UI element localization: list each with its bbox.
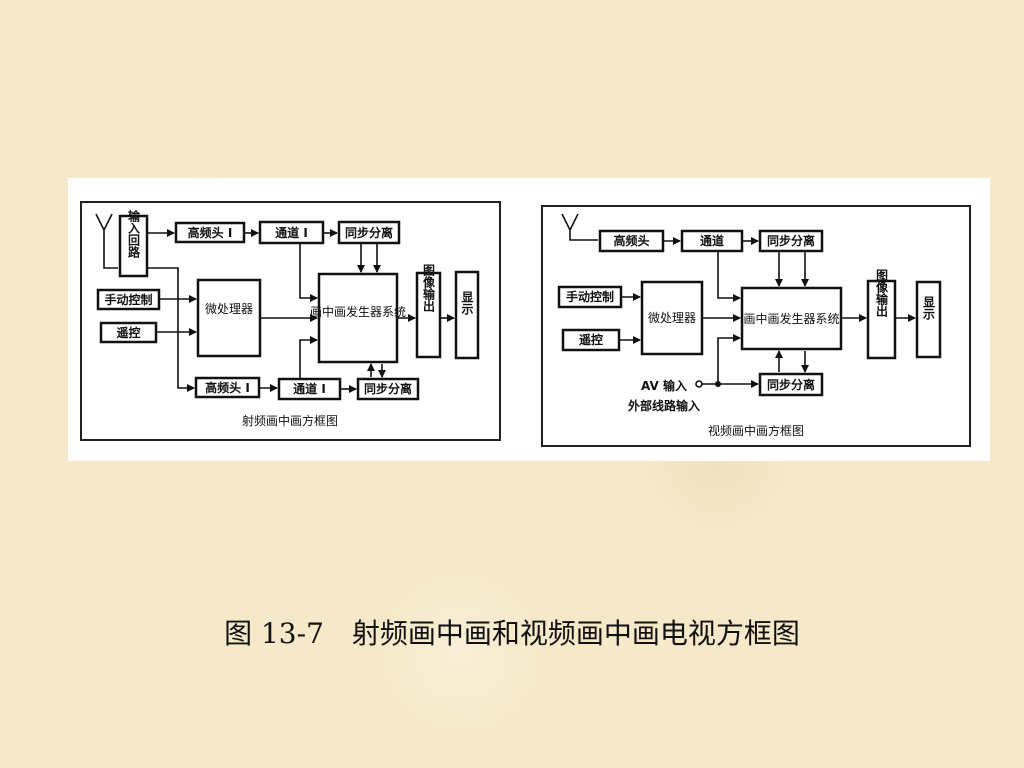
input-circuit-label: 输入回路 bbox=[127, 209, 141, 259]
display-box bbox=[454, 270, 480, 360]
diagram-panel: 输入回路 高频头 I 通道 I 同步分离 手动控制 遥控 微处理器 画中画发生器… bbox=[68, 178, 990, 461]
r-image-output-label: 图像输出 bbox=[875, 269, 889, 318]
antenna-icon-right bbox=[561, 213, 598, 241]
right-diagram-title: 视频画中画方框图 bbox=[708, 423, 804, 438]
r-display-box bbox=[915, 280, 942, 359]
r-display-label: 显示 bbox=[922, 296, 936, 321]
left-connections bbox=[147, 229, 455, 393]
tuner1-label: 高频头 I bbox=[188, 225, 233, 240]
av-input-label: AV 输入 bbox=[641, 378, 687, 393]
r-channel-label: 通道 bbox=[700, 233, 724, 248]
sync-sep2-box bbox=[356, 377, 420, 401]
r-manual-label: 手动控制 bbox=[566, 289, 614, 304]
right-diagram-frame bbox=[541, 205, 971, 447]
diagram-svg: 输入回路 高频头 I 通道 I 同步分离 手动控制 遥控 微处理器 画中画发生器… bbox=[80, 201, 971, 447]
remote-label: 遥控 bbox=[116, 325, 140, 340]
r-pip-generator-label: 画中画发生器系统 bbox=[743, 311, 839, 326]
channel2-label: 通道 I bbox=[293, 381, 326, 396]
r-sync-sep1-box bbox=[758, 229, 824, 253]
manual-control-label: 手动控制 bbox=[104, 292, 152, 307]
external-input-label: 外部线路输入 bbox=[628, 398, 700, 413]
left-diagram-frame bbox=[80, 201, 501, 441]
figure-caption: 图 13-7 射频画中画和视频画中画电视方框图 bbox=[224, 617, 800, 650]
display-label: 显示 bbox=[460, 291, 474, 316]
tuner2-label: 高频头 I bbox=[205, 380, 250, 395]
mcu-label: 微处理器 bbox=[205, 302, 253, 316]
r-image-output-box bbox=[866, 279, 897, 360]
sync-sep1-box bbox=[337, 220, 401, 245]
pip-generator-label: 画中画发生器系统 bbox=[310, 304, 406, 319]
pip-generator-box bbox=[317, 272, 399, 364]
input-circuit-box bbox=[118, 214, 149, 278]
mcu-box bbox=[196, 278, 262, 358]
image-output-box bbox=[415, 271, 442, 359]
channel1-label: 通道 I bbox=[275, 225, 308, 240]
sync-sep2-label: 同步分离 bbox=[364, 381, 412, 396]
right-connections bbox=[619, 237, 916, 388]
r-sync-sep2-box bbox=[758, 372, 824, 397]
r-mcu-label: 微处理器 bbox=[648, 311, 696, 325]
r-mcu-box bbox=[640, 280, 704, 356]
sync-sep1-label: 同步分离 bbox=[345, 225, 393, 240]
r-remote-label: 遥控 bbox=[579, 332, 603, 347]
antenna-icon bbox=[95, 213, 118, 269]
r-sync-sep2-label: 同步分离 bbox=[767, 377, 815, 392]
r-tuner-label: 高频头 bbox=[613, 233, 649, 248]
left-diagram-title: 射频画中画方框图 bbox=[242, 413, 338, 428]
image-output-label: 图像输出 bbox=[422, 264, 436, 313]
r-sync-sep1-label: 同步分离 bbox=[767, 233, 815, 248]
